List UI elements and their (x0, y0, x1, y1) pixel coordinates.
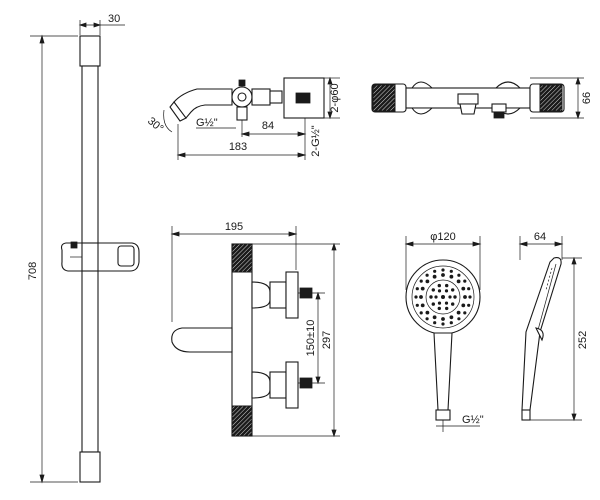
nozzle-dot (419, 311, 423, 315)
nozzle-dot (451, 302, 455, 306)
head-depth-label: 64 (534, 231, 546, 243)
nozzle-dot (414, 295, 418, 299)
nozzle-dot (437, 289, 442, 293)
nozzle-dot (441, 317, 445, 321)
nozzle-dot (467, 303, 471, 307)
nozzle-dot (445, 306, 449, 311)
nozzle-dot (434, 295, 438, 299)
nozzle-dot (441, 268, 445, 272)
rail-length-label: 708 (27, 262, 39, 280)
valve-front-view: 66 (371, 76, 593, 120)
nozzle-dot (463, 295, 467, 299)
mixer-width-label: 195 (225, 221, 243, 233)
nozzle-dot (456, 310, 461, 315)
nozzle-dot (432, 315, 437, 320)
hand-shower-side: 64 252 (518, 231, 589, 422)
nozzle-dot (449, 321, 453, 325)
nozzle-dot (437, 306, 441, 311)
nozzle-dot (444, 301, 449, 305)
nozzle-dot (461, 286, 466, 291)
nozzle-dot (419, 295, 423, 299)
valve-angle-label: 30° (145, 115, 165, 135)
nozzle-dot (441, 322, 445, 326)
nozzle-dot (461, 303, 466, 308)
nozzle-dot (449, 274, 454, 279)
nozzle-dot (445, 283, 449, 288)
nozzle-dot (456, 279, 461, 284)
nozzle-dot (437, 283, 441, 288)
nozzle-dot (425, 317, 429, 321)
nozzle-dot (463, 279, 467, 283)
nozzle-dot (431, 288, 435, 292)
nozzle-dot (415, 303, 419, 307)
valve-length-label: 183 (229, 141, 247, 153)
nozzle-dot (453, 295, 457, 299)
hand-shower-front: φ120 G½" (404, 231, 484, 432)
nozzle-dot (463, 311, 467, 315)
nozzle-dot (449, 269, 453, 273)
nozzle-center (441, 295, 445, 299)
nozzle-dot (449, 315, 454, 320)
nozzle-dot (444, 289, 449, 293)
valve-depth-label: 66 (581, 92, 593, 104)
nozzle-dot (437, 301, 442, 305)
nozzle-dot (425, 279, 430, 284)
valve-inlet-thread-label: G½" (196, 117, 218, 129)
slide-rail: 30 708 (27, 13, 140, 484)
nozzle-dot (457, 273, 461, 277)
nozzle-dot (431, 302, 435, 306)
nozzle-dot (420, 286, 425, 291)
nozzle-dot (467, 287, 471, 291)
nozzle-dot (433, 269, 437, 273)
valve-side-view: 183 84 G½" 30° 2-φ60 2-G½" (145, 76, 341, 160)
head-diameter-label: φ120 (430, 231, 456, 243)
nozzle-dot (441, 273, 445, 277)
nozzle-dot (425, 273, 429, 277)
valve-offset-label: 84 (262, 120, 274, 132)
nozzle-dot (448, 295, 452, 299)
mixer-centers-label: 150±10 (305, 320, 317, 357)
nozzle-dot (415, 287, 419, 291)
head-length-label: 252 (577, 331, 589, 349)
nozzle-dot (425, 310, 430, 315)
nozzle-dot (419, 279, 423, 283)
mixer-height-label: 297 (321, 331, 333, 349)
valve-diameter-label: 2-φ60 (329, 83, 341, 112)
nozzle-dot (420, 303, 425, 308)
nozzle-dot (429, 295, 433, 299)
nozzle-dot (451, 288, 455, 292)
rail-width-label: 30 (108, 13, 120, 25)
mixer-front-view: 195 150±10 297 (170, 221, 340, 438)
nozzle-pattern (414, 268, 472, 326)
nozzle-dot (433, 321, 437, 325)
nozzle-dot (432, 274, 437, 279)
rail-slider (60, 241, 140, 272)
head-thread-label: G½" (462, 414, 484, 426)
valve-connection-label: 2-G½" (310, 125, 322, 157)
nozzle-dot (468, 295, 472, 299)
nozzle-dot (457, 317, 461, 321)
